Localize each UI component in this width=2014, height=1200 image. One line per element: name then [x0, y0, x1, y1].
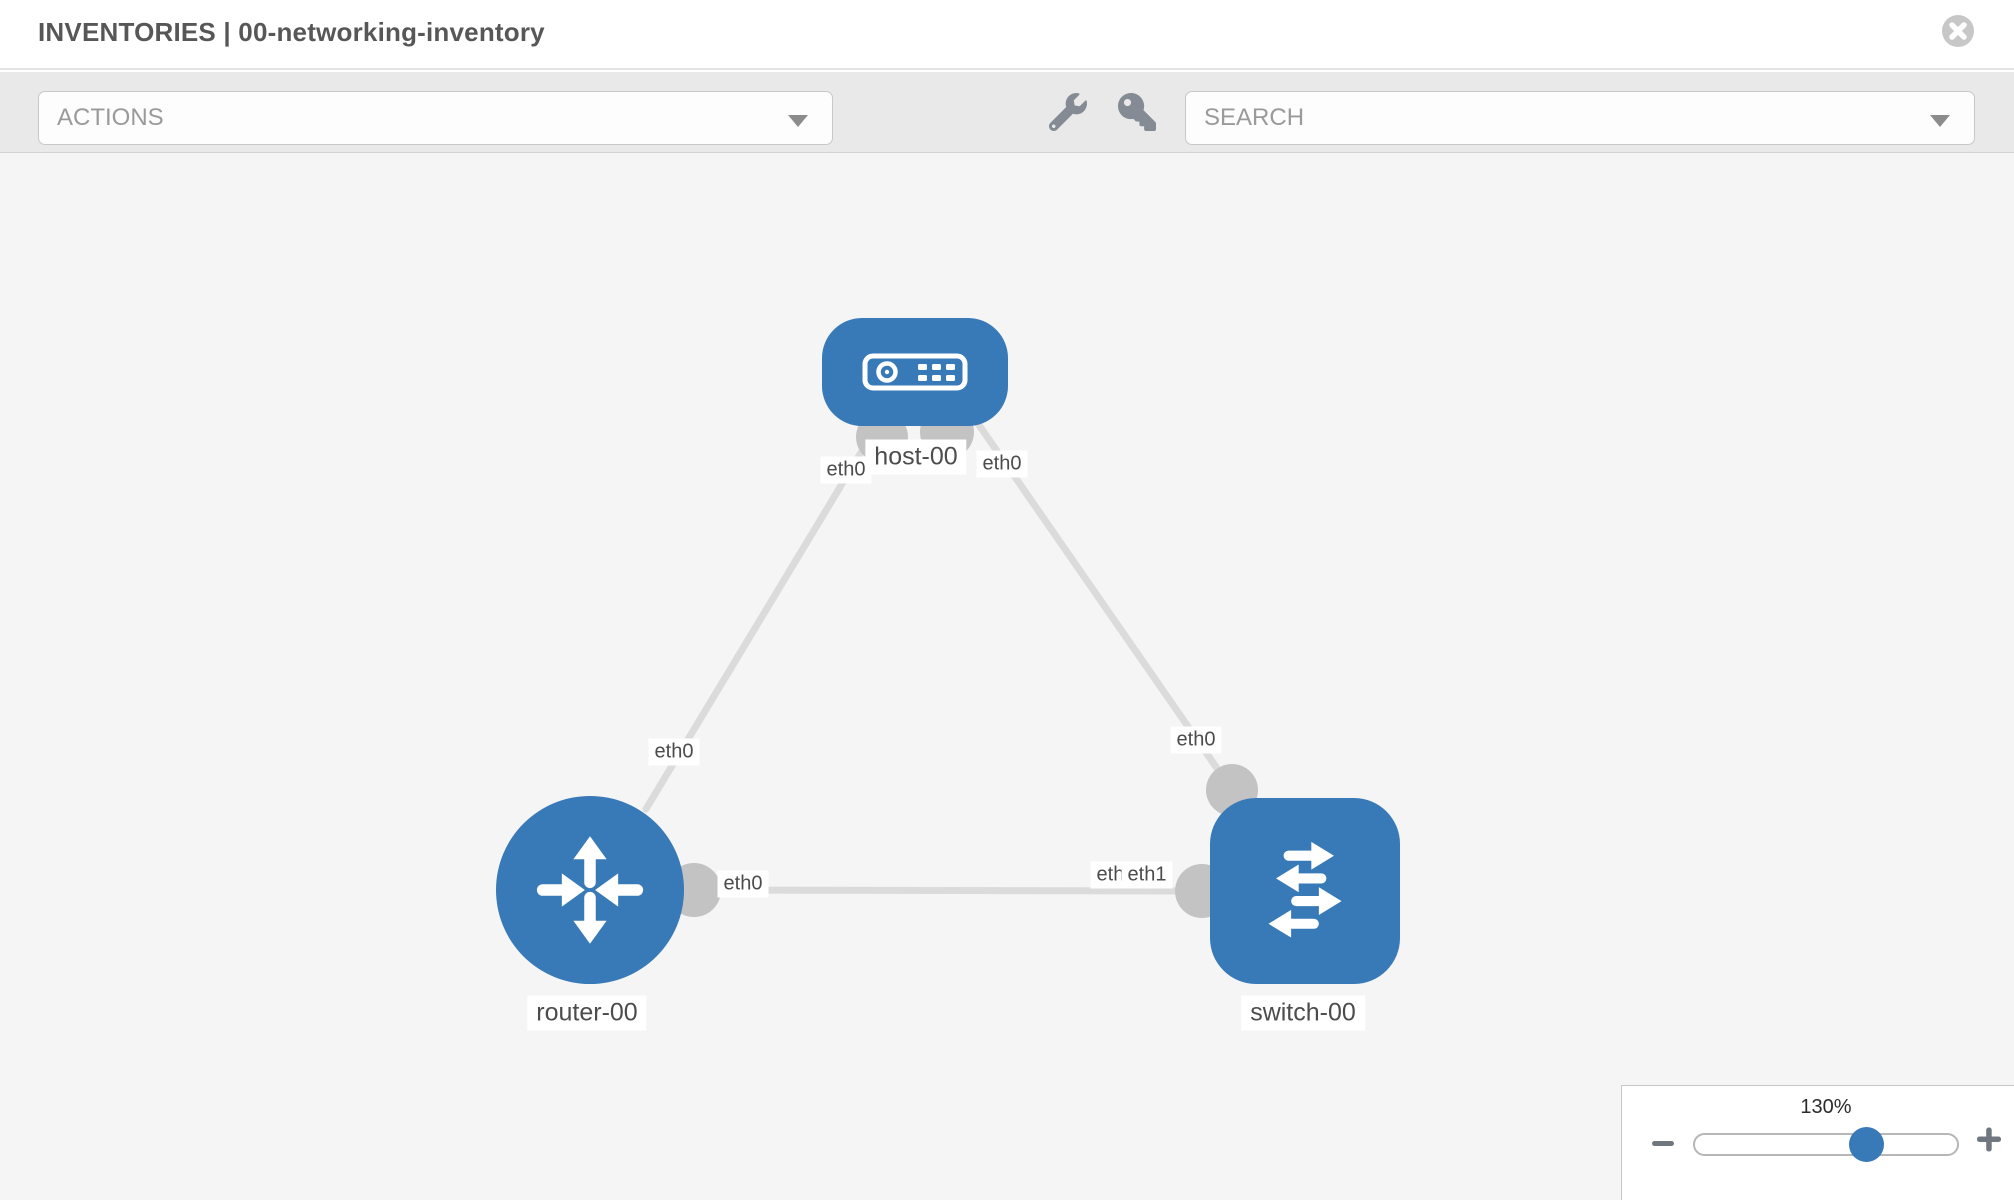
zoom-slider[interactable] — [1693, 1127, 1959, 1162]
actions-dropdown[interactable]: ACTIONS — [38, 91, 833, 145]
zoom-level-readout: 130% — [1800, 1096, 1852, 1118]
host-icon — [862, 353, 968, 391]
node-label-switch-00: switch-00 — [1241, 995, 1365, 1031]
link-router-switch[interactable] — [690, 886, 1206, 895]
switch-icon — [1268, 841, 1342, 938]
node-switch-00[interactable] — [1210, 798, 1400, 984]
header: INVENTORIES | 00-networking-inventory — [0, 0, 2014, 70]
interface-label: eth1 — [1121, 861, 1173, 889]
search-dropdown-label: SEARCH — [1204, 104, 1305, 131]
node-router-00[interactable] — [496, 796, 684, 984]
node-label-host-00: host-00 — [865, 439, 967, 475]
actions-dropdown-label: ACTIONS — [57, 104, 164, 131]
zoom-control-panel: 130% — [1621, 1085, 2014, 1200]
chevron-down-icon — [788, 115, 808, 127]
wrench-icon[interactable] — [1049, 93, 1087, 131]
interface-label: eth0 — [976, 450, 1028, 478]
page-title: INVENTORIES | 00-networking-inventory — [38, 17, 545, 47]
zoom-slider-thumb[interactable] — [1849, 1127, 1884, 1162]
interface-label: eth0 — [717, 870, 769, 898]
topology-canvas[interactable]: host-00 router-00 switch-00 eth0 eth0 et… — [0, 153, 2014, 1200]
zoom-out-icon[interactable] — [1650, 1130, 1676, 1156]
close-icon[interactable] — [1940, 13, 1976, 49]
chevron-down-icon — [1930, 115, 1950, 127]
node-host-00[interactable] — [822, 318, 1008, 426]
search-dropdown[interactable]: SEARCH — [1185, 91, 1975, 145]
node-label-router-00: router-00 — [527, 995, 647, 1031]
toolbar: ACTIONS SEARCH — [0, 72, 2014, 153]
zoom-in-icon[interactable] — [1974, 1124, 2004, 1154]
interface-label: eth0 — [1170, 726, 1222, 754]
router-icon — [536, 836, 644, 944]
key-icon[interactable] — [1118, 93, 1156, 131]
interface-label: eth0 — [820, 456, 872, 484]
interface-label: eth0 — [648, 738, 700, 766]
